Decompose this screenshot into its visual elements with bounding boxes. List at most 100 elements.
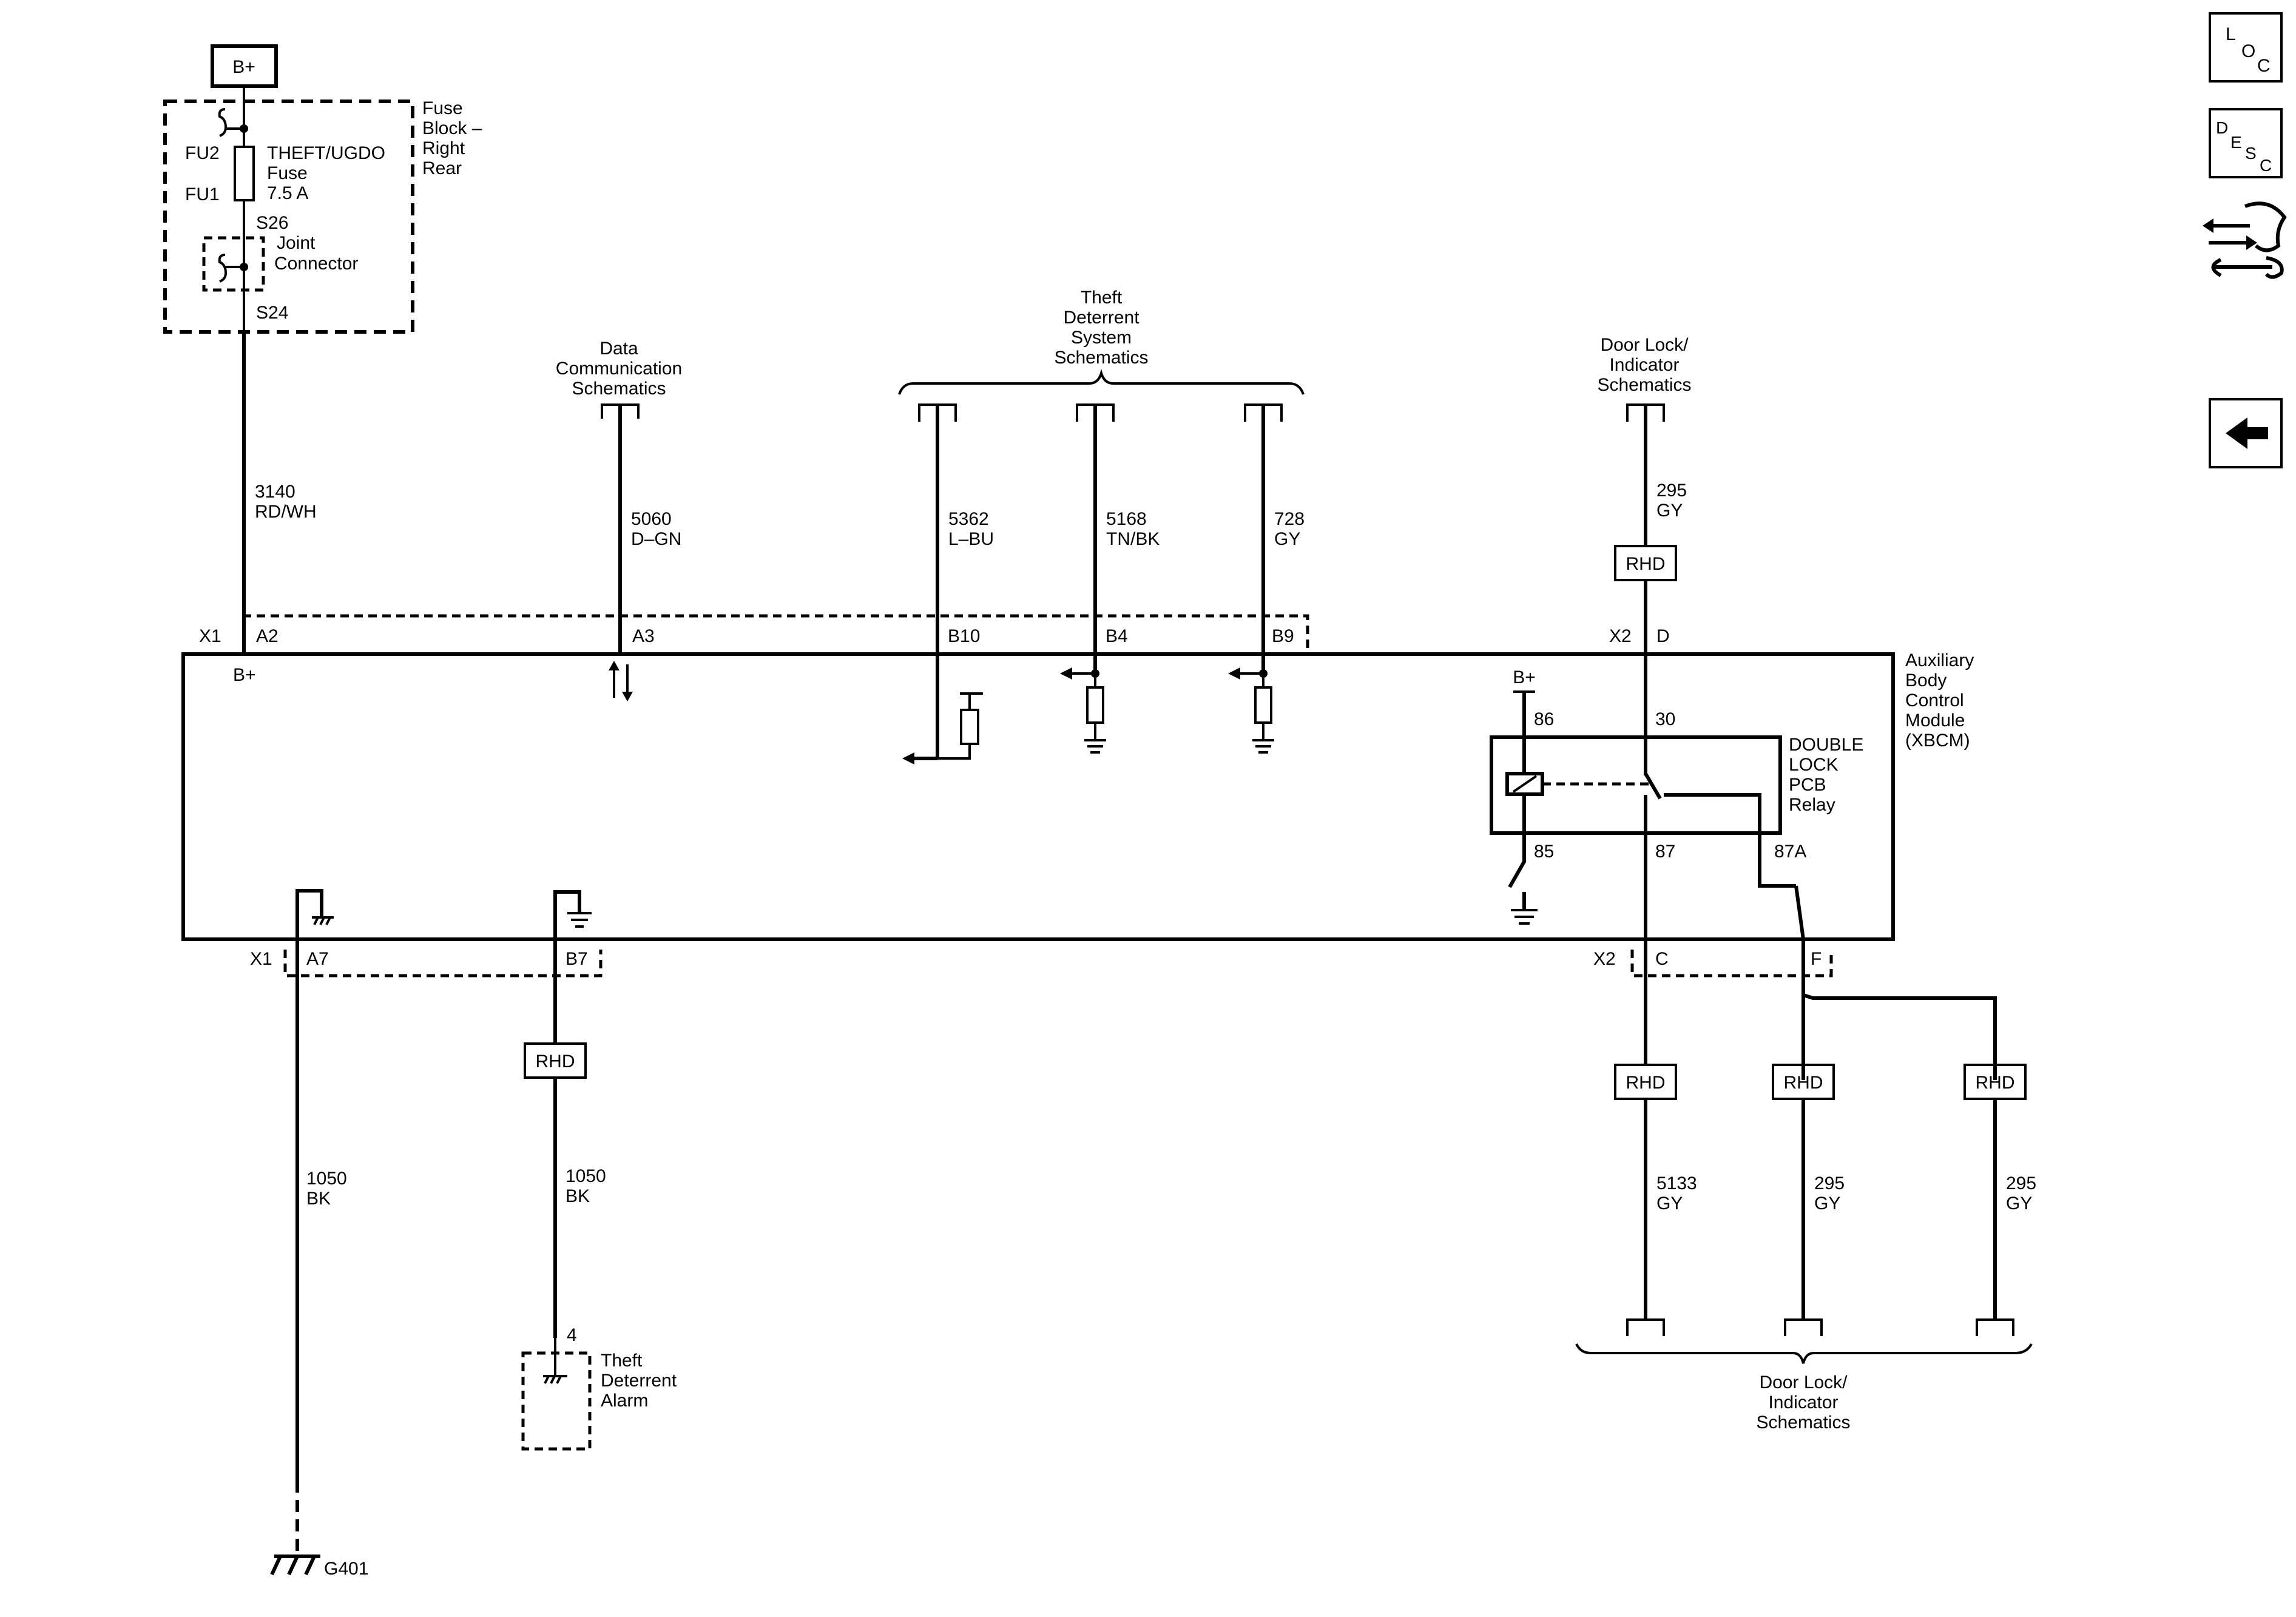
relay-pin-87: 87: [1655, 842, 1675, 862]
bidirectional-arrow-icon: [609, 661, 633, 701]
xbcm-module-name: Auxiliary Body Control Module (XBCM): [1905, 650, 1974, 751]
door-lock-top-ref-3: Schematics: [1597, 375, 1691, 395]
relay-name-4: Relay: [1789, 795, 1835, 815]
wire-295-top-color: GY: [1656, 501, 1683, 521]
pin-f: F: [1811, 949, 1822, 969]
double-lock-relay: DOUBLE LOCK PCB Relay B+ 86 30 85 87 87A: [1490, 667, 1863, 939]
fuse-block: Fuse Block – Right Rear FU2 THEFT/UGDO F…: [163, 86, 482, 334]
wire-295-top-circuit: 295: [1656, 481, 1687, 501]
theft-ref-4: Schematics: [1054, 348, 1148, 368]
fuse-label-3: 7.5 A: [267, 183, 308, 203]
pin-b7: B7: [566, 949, 588, 969]
alarm-name-2: Deterrent: [601, 1371, 677, 1391]
wire-1050-left-color: BK: [306, 1189, 331, 1209]
desc-button[interactable]: D E S C: [2209, 108, 2283, 178]
pin-a2: A2: [256, 626, 279, 646]
ground-g401-label: G401: [324, 1559, 368, 1579]
relay-pin-86: 86: [1534, 709, 1554, 729]
loc-button-o: O: [2241, 41, 2255, 61]
wire-87a-route: [1794, 885, 1997, 1080]
theft-deterrent-reference[interactable]: Theft Deterrent System Schematics: [898, 288, 1305, 422]
ground-b7: [553, 890, 592, 939]
rhd-tag-c: RHD: [1614, 1064, 1677, 1100]
wire-3140-color: RD/WH: [255, 502, 317, 522]
wire-1050-left-circuit: 1050: [306, 1169, 347, 1189]
joint-connector-label-2: Connector: [274, 254, 358, 274]
theft-ref-1: Theft: [1081, 288, 1123, 308]
x1-top-label: X1: [199, 626, 221, 646]
wire-5168-circuit: 5168: [1106, 509, 1147, 529]
pin-b10: B10: [948, 626, 980, 646]
x1-connector-top: [243, 614, 1309, 648]
theft-ref-2: Deterrent: [1063, 308, 1140, 328]
door-lock-bottom-ref-1: Door Lock/: [1759, 1372, 1848, 1393]
fuse-block-name-4: Rear: [422, 158, 462, 178]
wire-1050-mid-circuit: 1050: [566, 1166, 606, 1186]
back-button[interactable]: [2209, 398, 2283, 468]
loc-button-c: C: [2257, 56, 2271, 76]
b10-internal-circuit: [902, 692, 983, 765]
fu1-label: FU1: [185, 184, 220, 204]
fuse-block-name-3: Right: [422, 138, 465, 158]
relay-bplus: B+: [1513, 667, 1536, 687]
data-comm-ref-1: Data: [599, 339, 638, 359]
door-lock-top-ref-2: Indicator: [1609, 355, 1679, 375]
pin-d: D: [1656, 626, 1670, 646]
desc-button-e: E: [2230, 133, 2242, 152]
pin-a3: A3: [632, 626, 655, 646]
fuse-block-name-1: Fuse: [422, 98, 463, 118]
relay-name-2: LOCK: [1789, 755, 1838, 775]
rhd-tag-f-label: RHD: [1784, 1073, 1823, 1093]
rhd-tag-b7-label: RHD: [536, 1052, 575, 1072]
x1-connector-bottom: [283, 950, 603, 977]
relay-name-1: DOUBLE: [1789, 735, 1863, 755]
back-arrow-icon: [2226, 417, 2268, 449]
rhd-tag-right: RHD: [1963, 1064, 2027, 1100]
s26-label: S26: [256, 213, 288, 233]
b9-internal-circuit: [1228, 667, 1274, 754]
wire-5362-color: L–BU: [948, 529, 994, 549]
wire-295-right-color: GY: [2006, 1193, 2032, 1214]
door-lock-bottom-ref-2: Indicator: [1768, 1393, 1838, 1413]
x2-top-label: X2: [1609, 626, 1632, 646]
wire-295-right-circuit: 295: [2006, 1173, 2036, 1193]
joint-connector-label-1: Joint: [277, 233, 316, 253]
pin-b4: B4: [1106, 626, 1128, 646]
relay-pin-87a: 87A: [1774, 842, 1806, 862]
ground-a7: [295, 889, 334, 939]
bplus-source-label: B+: [232, 57, 255, 77]
fuse-label-2: Fuse: [267, 163, 308, 183]
theft-deterrent-alarm: 4 Theft Deterrent Alarm: [521, 1325, 677, 1451]
rhd-tag-right-label: RHD: [1976, 1073, 2015, 1093]
module-name-3: Control: [1905, 690, 1964, 711]
alarm-pin-4: 4: [567, 1325, 577, 1345]
pin-b9: B9: [1272, 626, 1294, 646]
wire-5133-circuit: 5133: [1656, 1173, 1697, 1193]
door-lock-top-ref-1: Door Lock/: [1600, 335, 1689, 355]
connector-tool-button[interactable]: [2203, 201, 2287, 279]
wire-295-mid-circuit: 295: [1814, 1173, 1845, 1193]
x2-connector-bottom: [1630, 950, 1833, 977]
door-lock-reference-top[interactable]: Door Lock/ Indicator Schematics: [1597, 335, 1692, 422]
connector-tool-icon: [2203, 201, 2287, 279]
data-comm-ref-3: Schematics: [572, 379, 666, 399]
door-lock-reference-bottom[interactable]: Door Lock/ Indicator Schematics: [1575, 1318, 2033, 1433]
wire-728-color: GY: [1274, 529, 1300, 549]
x1-bottom-label: X1: [250, 949, 272, 969]
fuse-label-1: THEFT/UGDO: [267, 143, 385, 163]
b4-internal-circuit: [1060, 667, 1106, 754]
pin-c: C: [1655, 949, 1669, 969]
rhd-tag-c-label: RHD: [1626, 1073, 1666, 1093]
relay-name-3: PCB: [1789, 775, 1826, 795]
pin-a7: A7: [306, 949, 329, 969]
module-name-2: Body: [1905, 670, 1947, 690]
wire-5168-color: TN/BK: [1106, 529, 1160, 549]
module-name-5: (XBCM): [1905, 731, 1970, 751]
wire-5362-circuit: 5362: [948, 509, 989, 529]
data-comm-ref-2: Communication: [556, 359, 682, 379]
s24-label: S24: [256, 303, 288, 323]
fuse-block-name-2: Block –: [422, 118, 482, 138]
loc-button[interactable]: L O C: [2209, 12, 2283, 83]
fu2-label: FU2: [185, 143, 220, 163]
